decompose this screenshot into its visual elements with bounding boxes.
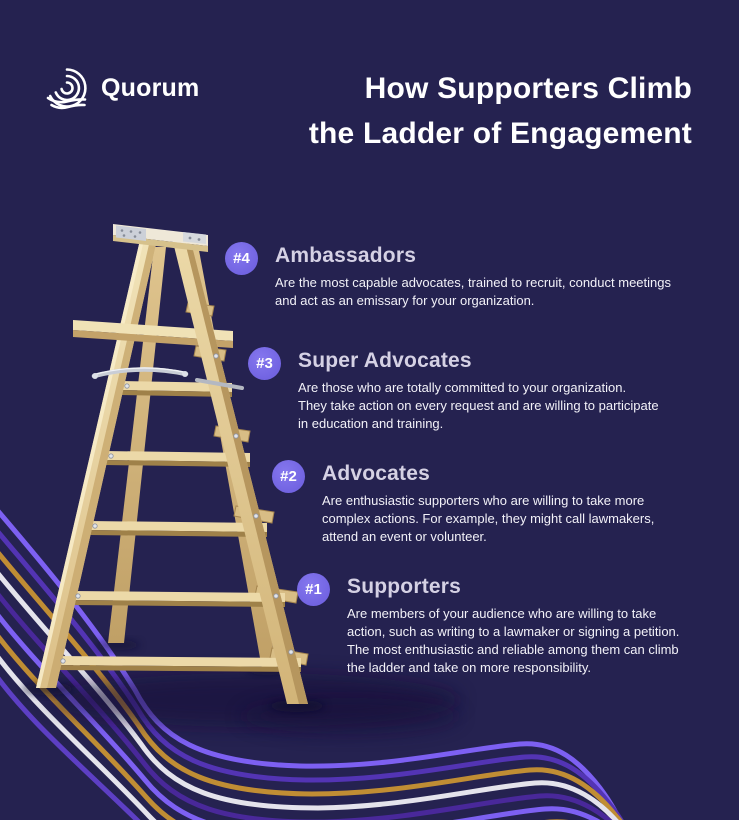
decorative-wave-line	[0, 551, 623, 820]
brand-logo: Quorum	[44, 66, 199, 110]
level-2-title: Advocates	[322, 462, 431, 485]
decorative-wave-line	[0, 676, 141, 820]
quorum-logo-icon	[46, 68, 87, 110]
level-4-badge: #4	[225, 242, 258, 275]
page-title: How Supporters Climb the Ladder of Engag…	[309, 66, 692, 156]
level-3-badge: #3	[248, 347, 281, 380]
engagement-level-supporters: #1 Supporters Are members of your audien…	[297, 573, 679, 677]
level-4-description: Are the most capable advocates, trained …	[275, 275, 671, 308]
decorative-wave-line	[0, 509, 623, 820]
ladder-shadow	[22, 640, 460, 734]
decorative-wave-line	[0, 634, 568, 820]
brand-name: Quorum	[101, 73, 200, 102]
page-title-line1: How Supporters Climb	[364, 72, 692, 105]
level-2-badge: #2	[272, 460, 305, 493]
level-1-title: Supporters	[347, 575, 462, 598]
engagement-level-advocates: #2 Advocates Are enthusiastic supporters…	[272, 460, 654, 546]
decorative-wave-line	[0, 530, 624, 820]
level-1-description: Are members of your audience who are wil…	[347, 606, 680, 675]
level-3-title: Super Advocates	[298, 349, 472, 372]
level-4-title: Ambassadors	[275, 244, 417, 267]
page-title-line2: the Ladder of Engagement	[308, 117, 692, 150]
engagement-level-super-advocates: #3 Super Advocates Are those who are tot…	[248, 347, 659, 433]
decorative-wave-line	[0, 613, 601, 820]
level-3-description: Are those who are totally committed to y…	[298, 380, 659, 431]
decorative-wave-line	[0, 655, 157, 820]
level-2-description: Are enthusiastic supporters who are will…	[322, 493, 655, 544]
engagement-level-ambassadors: #4 Ambassadors Are the most capable advo…	[225, 242, 671, 310]
level-1-badge: #1	[297, 573, 330, 606]
